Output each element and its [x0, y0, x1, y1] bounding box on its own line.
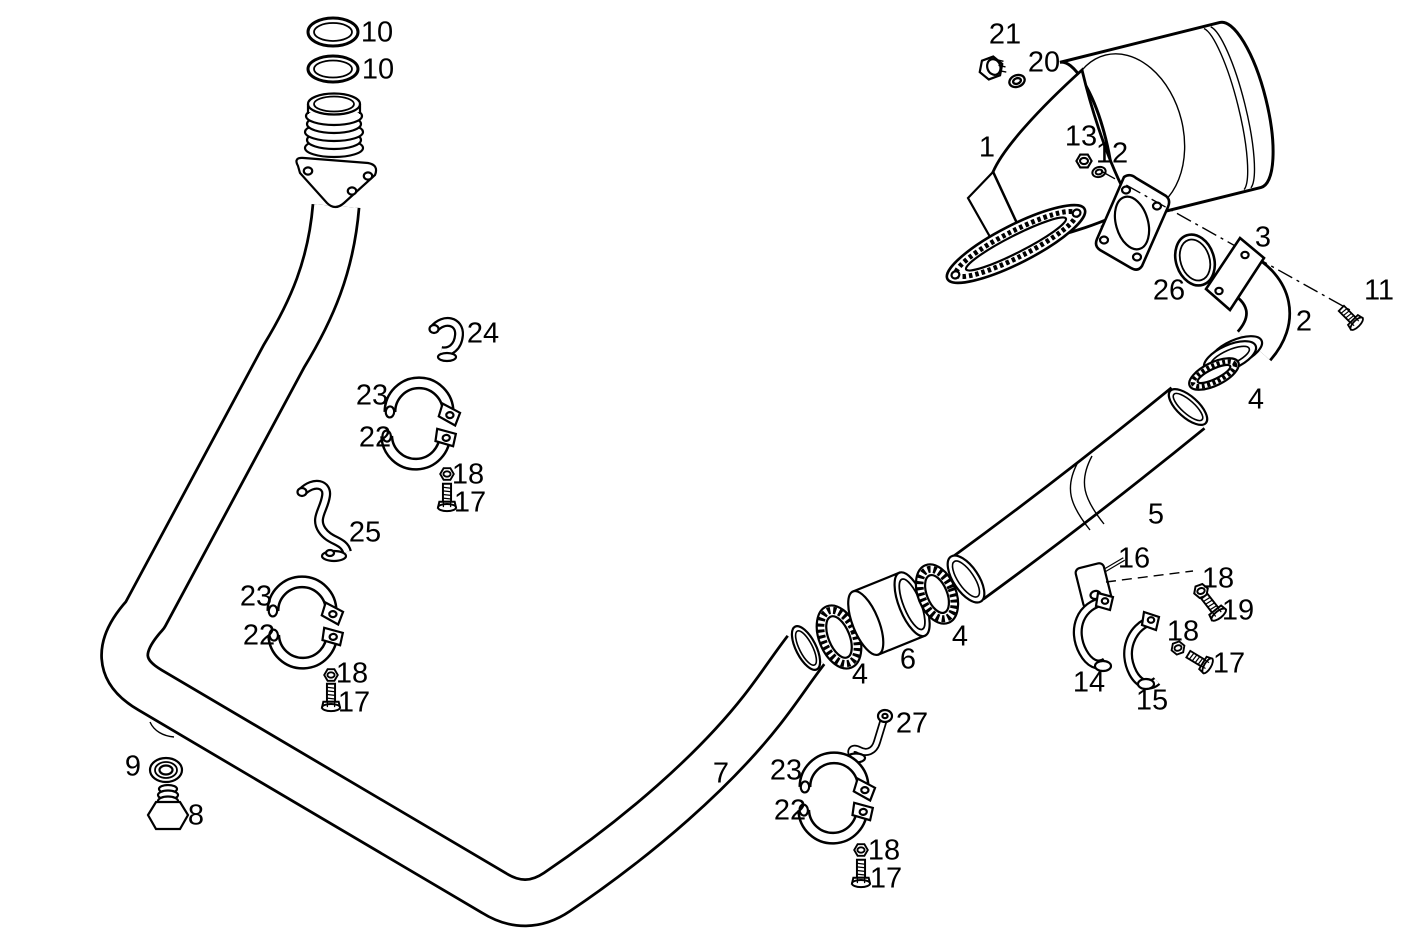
- bracket-25: [296, 479, 352, 563]
- callout-22-upper: 22: [358, 421, 392, 454]
- callout-18-upper: 18: [451, 458, 485, 491]
- callout-23-lower: 23: [769, 754, 803, 787]
- bolt-11: [1334, 301, 1366, 333]
- callout-11: 11: [1363, 274, 1395, 307]
- callout-22-mid: 22: [242, 619, 276, 652]
- stud-axis-line: [1100, 170, 1351, 311]
- callout-24: 24: [466, 317, 500, 350]
- clamp-23-lower: [800, 756, 877, 801]
- callout-18-lower: 18: [867, 834, 901, 867]
- callout-10-2: 10: [361, 53, 395, 86]
- callout-3: 3: [1254, 221, 1272, 254]
- callout-4-elbow: 4: [1247, 383, 1265, 416]
- callout-17-upper: 17: [453, 486, 487, 519]
- nut-18-lower: [853, 843, 869, 857]
- pipe-7-hanger-nub: [149, 721, 175, 738]
- plug-21: [978, 55, 1007, 81]
- clamp-23-mid: [268, 580, 345, 625]
- front-pipe-7: [100, 203, 826, 928]
- clamp-23-upper: [385, 381, 462, 426]
- flange-3: [1204, 236, 1266, 312]
- clamp-24: [428, 316, 464, 363]
- pipe-7-inlet-flange: [295, 156, 378, 209]
- washer-9: [148, 756, 184, 784]
- gasket-26: [1173, 233, 1217, 287]
- clamp-22-mid: [269, 622, 346, 666]
- clamp-22-upper: [382, 423, 459, 467]
- callout-10-1: 10: [360, 16, 394, 49]
- callout-20: 20: [1027, 46, 1061, 79]
- callout-18-mid: 18: [335, 657, 369, 690]
- clamp-14: [1072, 591, 1115, 673]
- callout-18-r1: 18: [1201, 562, 1235, 595]
- vband-clamp-4-right: [914, 563, 960, 625]
- callout-17-right: 17: [1212, 647, 1246, 680]
- callout-23-mid: 23: [239, 580, 273, 613]
- callout-12: 12: [1095, 137, 1129, 170]
- callout-6: 6: [899, 643, 917, 676]
- callout-9: 9: [124, 750, 142, 783]
- sleeve-6: [847, 571, 931, 656]
- callout-4-right: 4: [951, 620, 969, 653]
- clamp-22-lower: [799, 797, 876, 841]
- pipe-7-inlet-bellows: [303, 92, 365, 159]
- callout-22-lower: 22: [773, 794, 807, 827]
- callout-23-upper: 23: [355, 379, 389, 412]
- callout-21: 21: [988, 18, 1022, 51]
- leader-line-16: [1105, 570, 1194, 583]
- clamp-15: [1123, 610, 1161, 691]
- pipe-5-break-marks: [1069, 455, 1105, 531]
- gasket-ring-10-lower: [306, 54, 360, 84]
- plug-8: [146, 783, 190, 831]
- washer-20: [1006, 71, 1028, 91]
- callout-7: 7: [712, 757, 730, 790]
- muffler-square-flange: [1094, 173, 1171, 271]
- vband-clamp-4-left: [815, 604, 863, 670]
- callout-25: 25: [348, 516, 382, 549]
- callout-4-left: 4: [851, 658, 869, 691]
- callout-8: 8: [187, 799, 205, 832]
- callout-13: 13: [1064, 120, 1098, 153]
- callout-14: 14: [1072, 666, 1106, 699]
- gasket-ring-10-upper: [306, 16, 360, 48]
- bolt-17-right: [1183, 645, 1216, 676]
- callout-26: 26: [1152, 274, 1186, 307]
- callout-17-mid: 17: [337, 686, 371, 719]
- muffler-inlet-cone: [991, 67, 1135, 245]
- callout-19: 19: [1221, 594, 1255, 627]
- callout-18-r2: 18: [1166, 615, 1200, 648]
- callout-27: 27: [895, 707, 929, 740]
- muffler-1: [945, 20, 1275, 285]
- callout-17-lower: 17: [869, 862, 903, 895]
- tail-pipe-5: [946, 386, 1209, 604]
- callout-16: 16: [1117, 542, 1151, 575]
- callout-5: 5: [1147, 498, 1165, 531]
- seal-ring-4-elbow: [1188, 357, 1240, 391]
- nut-13: [1075, 153, 1093, 169]
- bracket-27: [845, 708, 894, 764]
- muffler-inlet-oval-flange: [945, 203, 1087, 285]
- pipe-7-outlet-mouth: [790, 625, 822, 671]
- callout-15: 15: [1135, 684, 1169, 717]
- callout-1: 1: [978, 131, 996, 164]
- callout-2: 2: [1295, 305, 1313, 338]
